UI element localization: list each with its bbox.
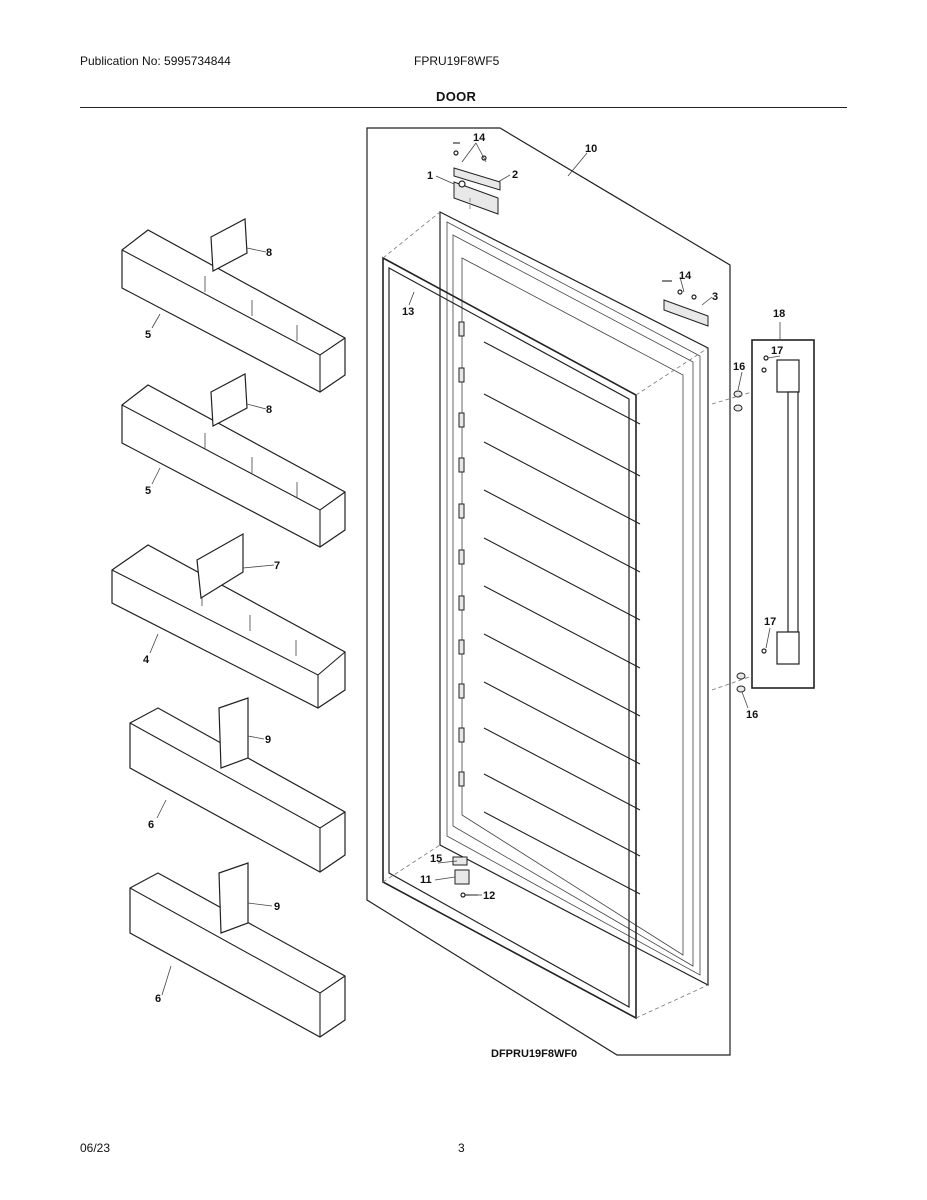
liner-ribs (483, 341, 641, 895)
callout-10: 10 (585, 143, 597, 155)
bin-divider-8-middle (210, 373, 248, 427)
callouts: 14 1 2 10 14 3 13 8 5 8 5 7 4 9 6 9 6 15… (143, 132, 785, 1005)
callout-5-top: 5 (145, 329, 151, 341)
callout-2: 2 (512, 169, 518, 181)
top-hinge (453, 142, 501, 215)
callout-4: 4 (143, 654, 150, 666)
right-hinge-bracket (662, 280, 709, 327)
door-gasket (382, 211, 709, 1020)
door-liner (439, 211, 709, 986)
door-bin-6-upper (129, 707, 346, 873)
callout-16-top: 16 (733, 361, 745, 373)
bin-divider-7 (196, 532, 244, 600)
door-bin-5-middle (121, 384, 346, 548)
door-outer-frame (366, 127, 731, 1056)
header-divider (80, 107, 847, 108)
callout-5-middle: 5 (145, 485, 151, 497)
callout-13: 13 (402, 306, 414, 318)
callout-17-bottom: 17 (764, 616, 776, 628)
model-number: FPRU19F8WF5 (414, 54, 500, 68)
callout-16-bottom: 16 (746, 709, 758, 721)
callout-14-right: 14 (679, 270, 692, 282)
callout-9-upper: 9 (265, 734, 271, 746)
publication-number: Publication No: 5995734844 (80, 54, 231, 68)
callout-3: 3 (712, 291, 718, 303)
bin-divider-9-lower (218, 862, 249, 934)
page-number: 3 (458, 1141, 465, 1155)
callout-15: 15 (430, 853, 442, 865)
callout-1: 1 (427, 170, 433, 182)
callout-18: 18 (773, 308, 785, 320)
callout-14-top: 14 (473, 132, 486, 144)
callout-8-middle: 8 (266, 404, 272, 416)
page-title: DOOR (436, 89, 477, 104)
callout-17-top: 17 (771, 345, 783, 357)
door-bin-6-lower (129, 872, 346, 1038)
door-bin-4 (111, 544, 346, 709)
callout-6-lower: 6 (155, 993, 161, 1005)
callout-8-top: 8 (266, 247, 272, 259)
callout-12: 12 (483, 890, 495, 902)
bin-divider-8-top (210, 218, 248, 272)
door-bin-5-top (121, 229, 346, 393)
door-handle (711, 339, 815, 693)
liner-slots (458, 321, 465, 787)
callout-11: 11 (420, 874, 432, 886)
callout-7: 7 (274, 560, 280, 572)
diagram-reference-code: DFPRU19F8WF0 (491, 1048, 577, 1060)
callout-6-upper: 6 (148, 819, 154, 831)
footer-date: 06/23 (80, 1141, 111, 1155)
callout-9-lower: 9 (274, 901, 280, 913)
leader-lines (149, 142, 781, 996)
bin-divider-9-upper (218, 697, 249, 769)
